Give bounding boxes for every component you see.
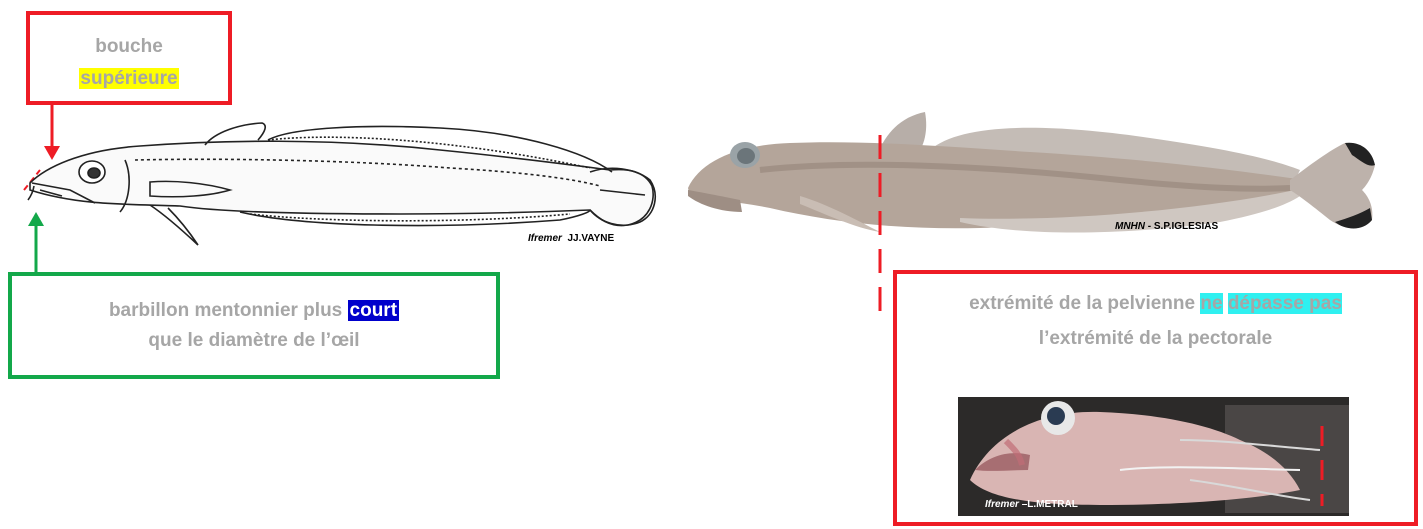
pelvic-label-highlight-a: ne [1200,293,1222,314]
barbel-annotation-box: barbillon mentonnier plus court que le d… [8,272,500,379]
inset-credit: Ifremer –L.METRAL [985,499,1078,510]
drawing-credit-org: Ifremer [528,233,562,244]
pelvic-label-text: extrémité de la pelvienne [969,293,1195,314]
pelvic-label-text-2: l’extrémité de la pectorale [1039,328,1272,349]
mouth-annotation-box: bouche supérieure [26,11,232,105]
mouth-label-line1: bouche [30,31,228,63]
inset-credit-org: Ifremer [985,499,1019,510]
drawing-credit: Ifremer JJ.VAYNE [528,233,614,244]
pelvic-annotation-box: extrémité de la pelvienne ne dépasse pas… [893,270,1418,526]
fish-photo [688,112,1375,233]
inset-credit-author: –L.METRAL [1022,499,1078,510]
fish-line-drawing [28,123,655,245]
photo-credit: MNHN - S.P.IGLESIAS [1115,221,1218,232]
barbel-arrow [28,212,44,272]
drawing-credit-author: JJ.VAYNE [567,233,614,244]
photo-credit-author: - S.P.IGLESIAS [1148,221,1218,232]
barbel-label-text-2: que le diamètre de l’œil [12,326,496,356]
mouth-label-highlight: supérieure [79,68,178,89]
mouth-arrow [44,105,60,160]
photo-credit-org: MNHN [1115,221,1145,232]
barbel-label-text: barbillon mentonnier plus [109,300,342,321]
pelvic-label-highlight-b: dépasse pas [1228,293,1342,314]
barbel-label-highlight: court [348,300,400,321]
